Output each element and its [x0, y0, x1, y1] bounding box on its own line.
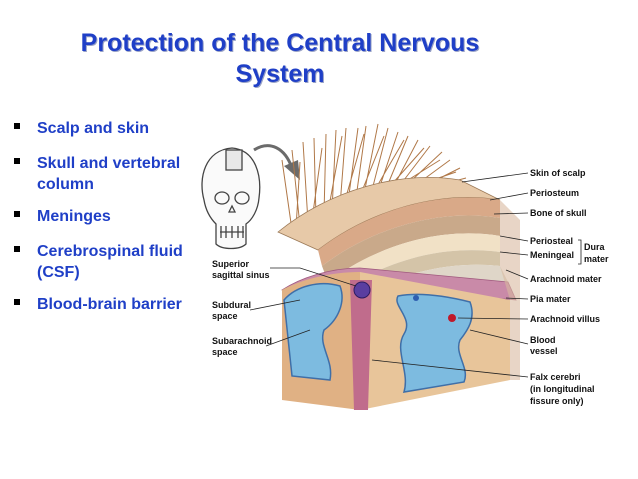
label-bone-of-skull: Bone of skull: [530, 208, 587, 218]
label-superior-sagittal-sinus: Superior: [212, 259, 250, 269]
label-skin-of-scalp: Skin of scalp: [530, 168, 586, 178]
label-subarachnoid-space: Subarachnoid: [212, 336, 272, 346]
label-arachnoid-villus: Arachnoid villus: [530, 314, 600, 324]
tissue-layers: [277, 177, 520, 410]
left-labels: Superior sagittal sinus Subdural space S…: [212, 259, 357, 357]
label-subarachnoid-space-2: space: [212, 347, 238, 357]
label-arachnoid-mater: Arachnoid mater: [530, 274, 602, 284]
bullet-square-icon: [14, 299, 20, 305]
label-subdural-space-2: space: [212, 311, 238, 321]
label-meningeal: Meningeal: [530, 250, 574, 260]
bullet-item: Blood-brain barrier: [14, 294, 194, 315]
label-blood-vessel: Blood: [530, 335, 556, 345]
pointer-arrowhead-icon: [284, 160, 300, 180]
bullet-item: Meninges: [14, 206, 194, 227]
label-dura-mater: mater: [584, 254, 609, 264]
label-superior-sagittal-sinus-2: sagittal sinus: [212, 270, 270, 280]
bullet-list: Scalp and skin Skull and vertebral colum…: [14, 118, 194, 326]
label-periosteum: Periosteum: [530, 188, 579, 198]
bullet-square-icon: [14, 158, 20, 164]
bullet-item: Skull and vertebral column: [14, 153, 194, 195]
right-labels: Skin of scalp Periosteum Bone of skull P…: [371, 168, 609, 406]
label-falx-cerebri: Falx cerebri: [530, 372, 581, 382]
bullet-item: Scalp and skin: [14, 118, 194, 139]
label-periosteal: Periosteal: [530, 236, 573, 246]
label-dura: Dura: [584, 242, 605, 252]
label-blood-vessel-2: vessel: [530, 346, 558, 356]
label-falx-cerebri-2: (in longitudinal: [530, 384, 595, 394]
slide-title: Protection of the Central Nervous System: [0, 28, 560, 90]
bullet-square-icon: [14, 246, 20, 252]
bullet-item: Cerebrospinal fluid (CSF): [14, 241, 194, 283]
label-pia-mater: Pia mater: [530, 294, 571, 304]
bullet-square-icon: [14, 211, 20, 217]
pointer-arrow-icon: [253, 144, 294, 169]
slide-title-line-1: Protection of the Central Nervous: [80, 29, 480, 57]
label-falx-cerebri-3: fissure only): [530, 396, 584, 406]
bullet-square-icon: [14, 123, 20, 129]
skull-sketch-icon: [201, 147, 261, 250]
label-subdural-space: Subdural: [212, 300, 251, 310]
slide-title-line-2: System: [235, 60, 325, 88]
